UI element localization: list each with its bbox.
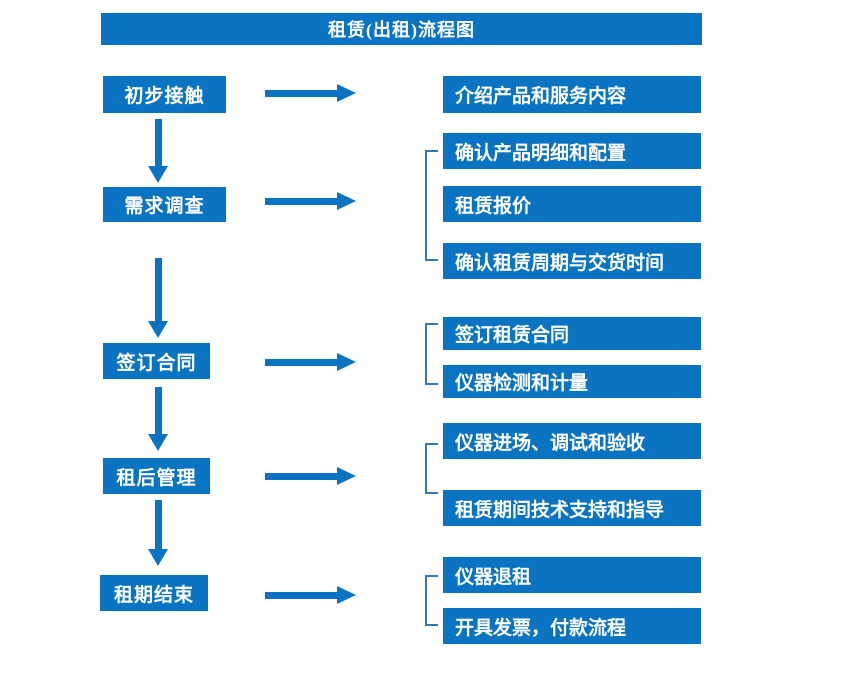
detail-box-confirm-product-config: 确认产品明细和配置 bbox=[443, 133, 701, 169]
stage-box-sign-contract: 签订合同 bbox=[103, 343, 210, 379]
right-arrow-head bbox=[337, 84, 356, 102]
right-arrow-shaft bbox=[265, 89, 337, 97]
down-arrow-shaft bbox=[154, 119, 162, 166]
right-arrow-icon bbox=[265, 84, 356, 102]
stage-box-initial-contact: 初步接触 bbox=[103, 76, 226, 113]
group-bracket-icon bbox=[425, 443, 438, 494]
detail-box-instrument-inspection: 仪器检测和计量 bbox=[443, 365, 701, 398]
right-arrow-icon bbox=[265, 192, 356, 210]
right-arrow-shaft bbox=[265, 591, 337, 599]
right-arrow-head bbox=[337, 467, 356, 485]
detail-box-introduce-products: 介绍产品和服务内容 bbox=[443, 76, 701, 113]
right-arrow-shaft bbox=[265, 197, 337, 205]
detail-box-rental-quote: 租赁报价 bbox=[443, 186, 701, 222]
stage-box-rental-end: 租期结束 bbox=[100, 575, 208, 611]
page-title: 租赁(出租)流程图 bbox=[328, 20, 475, 40]
right-arrow-head bbox=[337, 192, 356, 210]
right-arrow-shaft bbox=[265, 358, 337, 366]
right-arrow-head bbox=[337, 586, 356, 604]
right-arrow-shaft bbox=[265, 472, 337, 480]
group-bracket-icon bbox=[425, 323, 438, 385]
down-arrow-icon bbox=[148, 387, 168, 451]
down-arrow-head bbox=[148, 549, 168, 566]
right-arrow-head bbox=[337, 353, 356, 371]
detail-box-instrument-return: 仪器退租 bbox=[443, 557, 701, 593]
right-arrow-icon bbox=[265, 467, 356, 485]
right-arrow-icon bbox=[265, 353, 356, 371]
down-arrow-icon bbox=[148, 500, 168, 566]
down-arrow-shaft bbox=[154, 500, 162, 549]
title-bar: 租赁(出租)流程图 bbox=[101, 13, 702, 45]
down-arrow-icon bbox=[148, 119, 168, 183]
group-bracket-icon bbox=[425, 575, 438, 626]
down-arrow-shaft bbox=[154, 258, 162, 321]
down-arrow-head bbox=[148, 321, 168, 338]
stage-box-post-rental-management: 租后管理 bbox=[103, 458, 210, 494]
detail-box-confirm-period-delivery: 确认租赁周期与交货时间 bbox=[443, 243, 701, 279]
down-arrow-head bbox=[148, 166, 168, 183]
group-bracket-icon bbox=[425, 150, 438, 261]
detail-box-sign-rental-contract: 签订租赁合同 bbox=[443, 317, 701, 350]
right-arrow-icon bbox=[265, 586, 356, 604]
detail-box-instrument-setup-acceptance: 仪器进场、调试和验收 bbox=[443, 423, 701, 459]
down-arrow-icon bbox=[148, 258, 168, 338]
down-arrow-shaft bbox=[154, 387, 162, 434]
detail-box-invoice-payment: 开具发票，付款流程 bbox=[443, 608, 701, 644]
stage-box-demand-survey: 需求调查 bbox=[103, 187, 226, 222]
down-arrow-head bbox=[148, 434, 168, 451]
detail-box-tech-support: 租赁期间技术支持和指导 bbox=[443, 490, 701, 526]
